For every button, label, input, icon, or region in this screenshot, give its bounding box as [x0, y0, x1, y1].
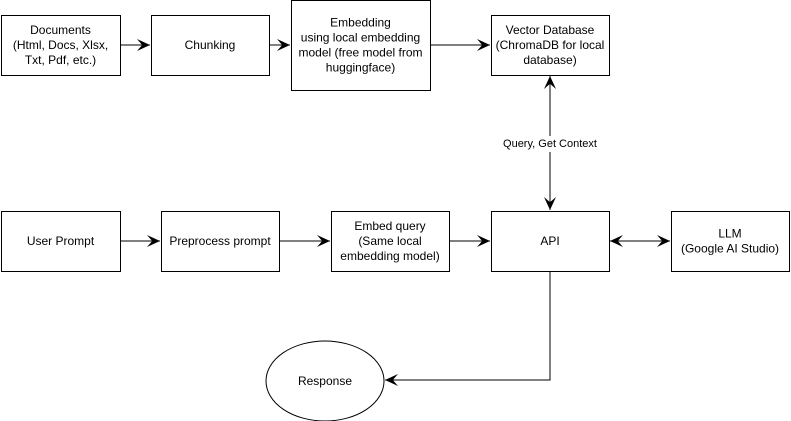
- edge-vector-db-to-api-label-bg: [502, 136, 598, 152]
- edge-user-prompt-to-preprocess: [121, 235, 160, 247]
- documents-label-line-2: (Html, Docs, Xlsx,: [13, 38, 108, 52]
- edge-embedding-to-vector-db: [431, 39, 490, 51]
- user-prompt-node[interactable]: User Prompt: [1, 211, 121, 272]
- embedding-label-line-1: Embedding: [330, 16, 391, 30]
- edge-vector-db-to-api-arrowhead-start: [544, 76, 556, 89]
- preprocess-node[interactable]: Preprocess prompt: [161, 211, 280, 272]
- user-prompt-label-line-1: User Prompt: [27, 234, 95, 248]
- edge-embedding-to-vector-db-arrowhead-end: [477, 39, 490, 51]
- preprocess-box: [161, 211, 280, 272]
- llm-label-line-2: (Google AI Studio): [681, 242, 779, 256]
- edge-documents-to-chunking: [121, 39, 150, 51]
- edge-vector-db-to-api-label: Query, Get Context: [503, 138, 597, 150]
- documents-box: [1, 15, 121, 76]
- embedding-label-line-4: huggingface): [326, 61, 395, 75]
- edge-preprocess-to-embed-query-arrowhead-end: [317, 235, 330, 247]
- edge-api-to-llm: [610, 235, 670, 247]
- documents-label-line-3: Txt, Pdf, etc.): [25, 53, 96, 67]
- llm-node[interactable]: LLM(Google AI Studio): [671, 211, 790, 272]
- vector-db-label-line-1: Vector Database: [506, 23, 595, 37]
- preprocess-label-line-1: Preprocess prompt: [169, 234, 271, 248]
- vector-db-label-line-2: (ChromaDB for local: [496, 38, 605, 52]
- response-node[interactable]: Response: [265, 340, 385, 421]
- embed-query-label-line-1: Embed query: [354, 219, 425, 233]
- vector-db-node[interactable]: Vector Database(ChromaDB for localdataba…: [491, 15, 610, 76]
- llm-box: [671, 211, 790, 272]
- user-prompt-box: [1, 211, 121, 272]
- embedding-box: [291, 0, 431, 91]
- embedding-label-line-2: using local embedding: [301, 31, 420, 45]
- edge-vector-db-to-api-arrowhead-end: [544, 197, 556, 210]
- edge-api-to-response: [385, 272, 551, 386]
- embed-query-label-line-2: (Same local: [358, 234, 421, 248]
- llm-label-line-1: LLM: [718, 227, 741, 241]
- api-label-line-1: API: [540, 234, 559, 248]
- vector-db-label-line-3: database): [523, 53, 576, 67]
- chunking-label-line-1: Chunking: [185, 38, 236, 52]
- response-ellipse: [265, 340, 385, 421]
- edge-preprocess-to-embed-query: [280, 235, 330, 247]
- embedding-label-line-3: model (free model from: [298, 46, 422, 60]
- documents-node[interactable]: Documents(Html, Docs, Xlsx,Txt, Pdf, etc…: [1, 15, 121, 76]
- edge-api-to-llm-arrowhead-end: [657, 235, 670, 247]
- response-label-line-1: Response: [298, 374, 352, 388]
- edge-api-to-llm-arrowhead-start: [610, 235, 623, 247]
- vector-db-box: [491, 15, 610, 76]
- edge-vector-db-to-api: Query, Get Context: [502, 76, 598, 210]
- api-box: [491, 211, 610, 272]
- edge-api-to-response-arrowhead-end: [385, 374, 398, 386]
- edge-chunking-to-embedding-arrowhead-end: [277, 39, 290, 51]
- chunking-box: [151, 15, 270, 76]
- edge-documents-to-chunking-arrowhead-end: [137, 39, 150, 51]
- embed-query-label-line-3: embedding model): [340, 249, 439, 263]
- edge-api-to-response-line: [385, 272, 551, 381]
- documents-label-line-1: Documents: [30, 23, 91, 37]
- edge-chunking-to-embedding: [270, 39, 290, 51]
- edge-embed-query-to-api: [450, 235, 490, 247]
- chunking-node[interactable]: Chunking: [151, 15, 270, 76]
- embed-query-box: [331, 211, 450, 272]
- edges-layer: Query, Get Context: [121, 39, 670, 386]
- edge-user-prompt-to-preprocess-arrowhead-end: [147, 235, 160, 247]
- api-node[interactable]: API: [491, 211, 610, 272]
- edge-embed-query-to-api-arrowhead-end: [477, 235, 490, 247]
